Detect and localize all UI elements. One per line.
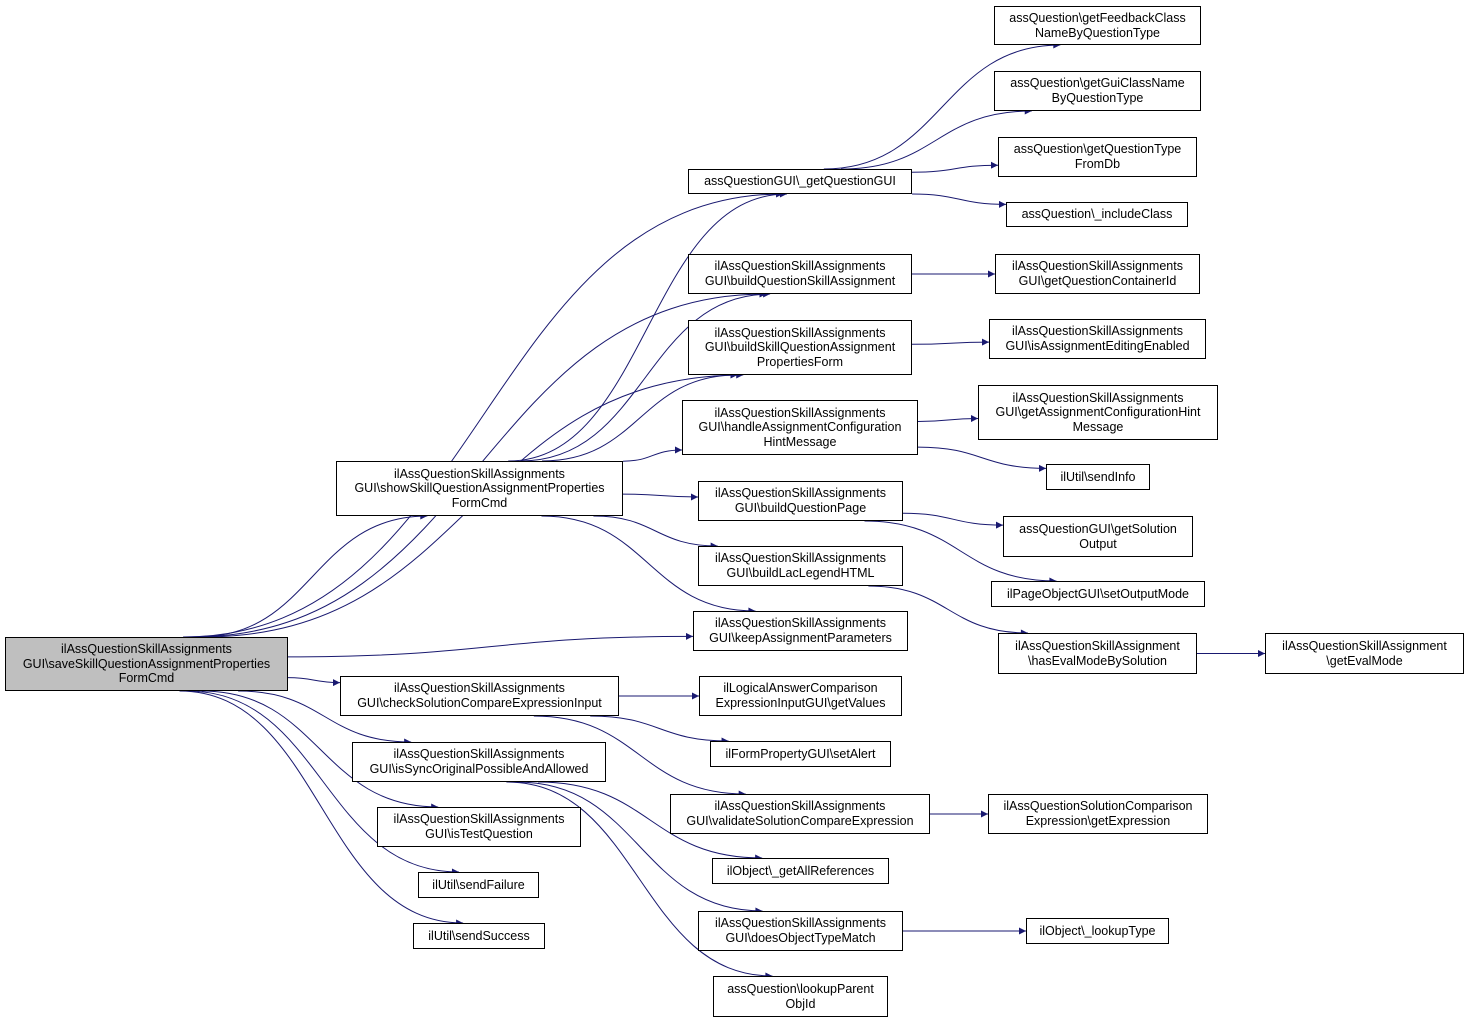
node-get-assignment-configuration-hint-message[interactable]: ilAssQuestionSkillAssignments GUI\getAss…	[978, 385, 1218, 440]
node-get-feedback-class-name-by-question-type[interactable]: assQuestion\getFeedbackClass NameByQuest…	[994, 6, 1201, 45]
call-edge-build_page-to-output_mode	[864, 520, 1057, 585]
node-get-expression[interactable]: ilAssQuestionSolutionComparison Expressi…	[988, 794, 1208, 834]
node-get-question-gui[interactable]: assQuestionGUI\_getQuestionGUI	[688, 169, 912, 194]
node-handle-assignment-configuration-hint-message[interactable]: ilAssQuestionSkillAssignments GUI\handle…	[682, 400, 918, 455]
call-edge-root-to-get_question_gui	[183, 190, 784, 638]
call-edge-get_question_gui-to-feedback_class	[823, 41, 1061, 170]
call-edge-root-to-sync_allowed	[238, 690, 412, 746]
call-edge-sync_allowed-to-type_match	[517, 781, 763, 915]
node-does-object-type-match[interactable]: ilAssQuestionSkillAssignments GUI\doesOb…	[698, 911, 903, 951]
node-is-sync-original-possible-and-allowed[interactable]: ilAssQuestionSkillAssignments GUI\isSync…	[352, 742, 606, 782]
call-edge-root-to-keep_params	[287, 632, 694, 658]
node-build-lac-legend-html[interactable]: ilAssQuestionSkillAssignments GUI\buildL…	[698, 546, 903, 586]
node-get-question-container-id[interactable]: ilAssQuestionSkillAssignments GUI\getQue…	[995, 254, 1200, 294]
call-edge-get_question_gui-to-include_class	[911, 193, 1007, 208]
call-edge-root-to-show_form	[197, 512, 428, 638]
node-check-solution-compare-expression-input[interactable]: ilAssQuestionSkillAssignments GUI\checkS…	[340, 676, 619, 716]
call-edge-build_page-to-solution_output	[902, 512, 1004, 529]
call-edge-sync_allowed-to-all_refs	[537, 781, 763, 862]
node-set-output-mode[interactable]: ilPageObjectGUI\setOutputMode	[991, 581, 1205, 607]
call-edge-root-to-is_test_q	[201, 690, 439, 811]
call-edge-show_form-to-handle_hint	[622, 446, 683, 462]
call-edge-sync_allowed-to-parent_obj	[506, 781, 773, 980]
node-get-gui-class-name-by-question-type[interactable]: assQuestion\getGuiClassName ByQuestionTy…	[994, 71, 1201, 111]
node-get-values[interactable]: ilLogicalAnswerComparison ExpressionInpu…	[699, 676, 902, 716]
node-lookup-type[interactable]: ilObject\_lookupType	[1026, 918, 1169, 944]
node-build-question-skill-assignment[interactable]: ilAssQuestionSkillAssignments GUI\buildQ…	[688, 254, 912, 294]
call-edge-root-to-send_failure	[187, 690, 459, 876]
node-has-eval-mode-by-solution[interactable]: ilAssQuestionSkillAssignment \hasEvalMod…	[998, 633, 1197, 674]
node-send-failure[interactable]: ilUtil\sendFailure	[418, 872, 539, 898]
call-edge-root-to-send_success	[179, 690, 464, 927]
call-edge-check_input-to-set_alert	[590, 715, 729, 745]
call-edge-show_form-to-build_assignment	[520, 290, 771, 462]
node-validate-solution-compare-expression[interactable]: ilAssQuestionSkillAssignments GUI\valida…	[670, 794, 930, 834]
node-keep-assignment-parameters[interactable]: ilAssQuestionSkillAssignments GUI\keepAs…	[693, 611, 908, 651]
node-show-skill-question-assignment-properties-form-cmd[interactable]: ilAssQuestionSkillAssignments GUI\showSk…	[336, 461, 623, 516]
call-edge-show_form-to-build_page	[622, 493, 699, 501]
call-edge-root-to-check_input	[287, 677, 341, 687]
call-edge-show_form-to-lac_legend	[593, 515, 718, 550]
node-send-success[interactable]: ilUtil\sendSuccess	[413, 923, 545, 949]
call-edge-show_form-to-get_question_gui	[508, 190, 787, 462]
node-lookup-parent-obj-id[interactable]: assQuestion\lookupParent ObjId	[713, 976, 888, 1017]
node-get-all-references[interactable]: ilObject\_getAllReferences	[712, 858, 889, 884]
call-edge-handle_hint-to-send_info	[917, 446, 1047, 472]
node-set-alert[interactable]: ilFormPropertyGUI\setAlert	[710, 741, 891, 767]
node-send-info[interactable]: ilUtil\sendInfo	[1046, 464, 1150, 490]
call-edge-handle_hint-to-get_hint	[917, 415, 979, 423]
call-edge-lac_legend-to-eval_by_solution	[868, 585, 1028, 637]
node-get-question-type-from-db[interactable]: assQuestion\getQuestionType FromDb	[998, 137, 1197, 177]
node-build-question-page[interactable]: ilAssQuestionSkillAssignments GUI\buildQ…	[698, 481, 903, 521]
node-save-skill-question-assignment-properties-form-cmd[interactable]: ilAssQuestionSkillAssignments GUI\saveSk…	[5, 637, 288, 691]
call-edge-build_form-to-editing_enabled	[911, 338, 990, 346]
call-edge-show_form-to-build_form	[542, 371, 738, 462]
node-get-solution-output[interactable]: assQuestionGUI\getSolution Output	[1003, 516, 1193, 557]
node-include-class[interactable]: assQuestion\_includeClass	[1006, 202, 1188, 227]
node-is-test-question[interactable]: ilAssQuestionSkillAssignments GUI\isTest…	[377, 807, 581, 847]
call-edge-get_question_gui-to-gui_class_name	[841, 107, 1032, 170]
call-edge-get_question_gui-to-question_type_db	[911, 161, 999, 173]
node-get-eval-mode[interactable]: ilAssQuestionSkillAssignment \getEvalMod…	[1265, 633, 1464, 674]
node-is-assignment-editing-enabled[interactable]: ilAssQuestionSkillAssignments GUI\isAssi…	[989, 319, 1206, 359]
call-edge-check_input-to-validate_expr	[533, 715, 746, 798]
call-edge-show_form-to-keep_params	[541, 515, 756, 615]
node-build-skill-question-assignment-properties-form[interactable]: ilAssQuestionSkillAssignments GUI\buildS…	[688, 320, 912, 375]
